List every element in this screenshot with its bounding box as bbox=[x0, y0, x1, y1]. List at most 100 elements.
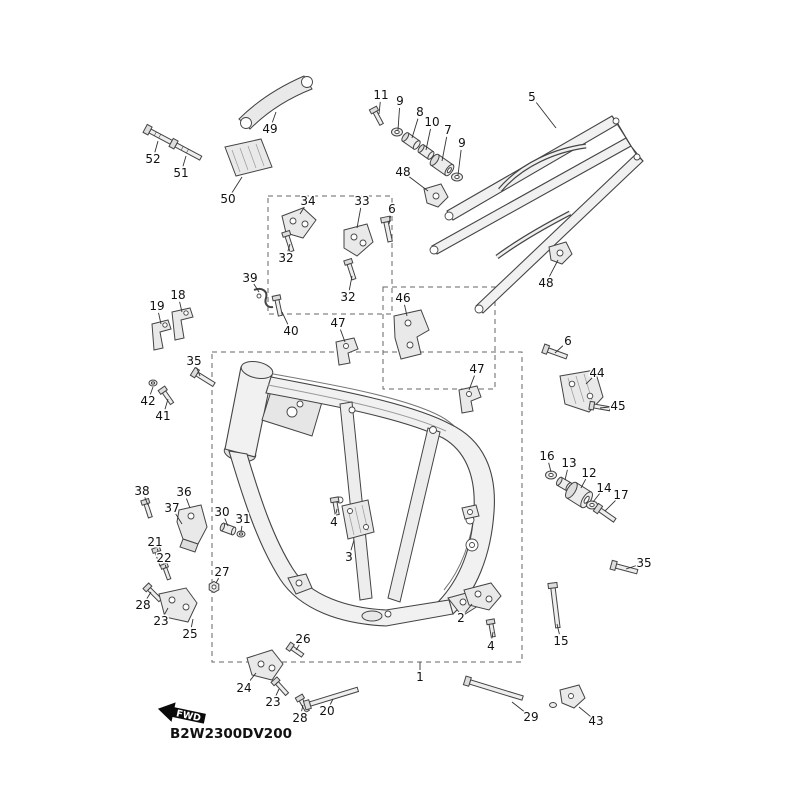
callout-52: 52 bbox=[145, 152, 160, 166]
part-27-nut bbox=[208, 580, 220, 594]
callout-10: 10 bbox=[424, 115, 439, 129]
part-32-bolt-b bbox=[343, 257, 357, 281]
part-11-bolt bbox=[368, 105, 385, 126]
part-42-washer bbox=[148, 379, 158, 387]
part-34-bracket bbox=[281, 207, 317, 239]
part-3-plate bbox=[341, 499, 375, 540]
callout-6: 6 bbox=[388, 202, 396, 216]
callout-leader bbox=[164, 564, 167, 569]
callout-leader bbox=[149, 386, 154, 395]
callout-1: 1 bbox=[416, 670, 424, 684]
callout-17: 17 bbox=[613, 488, 628, 502]
callout-leader bbox=[253, 283, 260, 293]
part-38-bolt bbox=[140, 497, 153, 519]
part-30-collar bbox=[219, 522, 237, 536]
callout-41: 41 bbox=[155, 409, 170, 423]
callout-9: 9 bbox=[458, 136, 466, 150]
part-48-bracket-top bbox=[423, 183, 449, 208]
callout-leader bbox=[299, 206, 305, 215]
callout-16: 16 bbox=[539, 449, 554, 463]
part-51-bolt bbox=[168, 137, 203, 161]
part-26-bolt bbox=[285, 641, 305, 658]
callout-leader bbox=[599, 406, 612, 409]
dashed-group-boxes bbox=[211, 195, 523, 663]
callout-leader bbox=[144, 497, 149, 506]
callout-9: 9 bbox=[396, 94, 404, 108]
part-18-bracket bbox=[171, 307, 194, 341]
callout-leader bbox=[548, 462, 552, 473]
callout-leader bbox=[388, 215, 392, 225]
callout-leader bbox=[179, 301, 183, 313]
callout-28: 28 bbox=[292, 711, 307, 725]
part-16-washer bbox=[545, 470, 557, 480]
callout-leader bbox=[408, 175, 429, 192]
callout-5: 5 bbox=[528, 90, 536, 104]
callout-30: 30 bbox=[214, 505, 229, 519]
fwd-label: FWD bbox=[175, 708, 202, 724]
callout-leader bbox=[164, 398, 169, 410]
callout-leader bbox=[580, 478, 587, 489]
callout-leader bbox=[464, 603, 473, 613]
callout-35: 35 bbox=[186, 354, 201, 368]
callout-leader bbox=[281, 311, 289, 325]
callout-leader bbox=[329, 698, 334, 705]
callout-24: 24 bbox=[236, 681, 251, 695]
fwd-arrow-icon bbox=[157, 702, 206, 724]
callout-leader bbox=[404, 304, 408, 317]
callout-leader bbox=[146, 591, 152, 600]
callout-12: 12 bbox=[581, 466, 596, 480]
callout-leader bbox=[535, 102, 557, 129]
callout-leader bbox=[457, 149, 462, 176]
callout-8: 8 bbox=[416, 105, 424, 119]
callout-46: 46 bbox=[395, 291, 410, 305]
callout-leader bbox=[301, 704, 304, 712]
part-29-bolt bbox=[462, 675, 524, 701]
callout-26: 26 bbox=[295, 632, 310, 646]
part-47-guide-right bbox=[458, 385, 482, 414]
callout-leader bbox=[378, 101, 381, 115]
callout-leader bbox=[163, 607, 169, 616]
callout-leader bbox=[335, 508, 338, 516]
part-2-bracket bbox=[463, 582, 502, 611]
callout-32: 32 bbox=[340, 290, 355, 304]
dashed-box-brackets bbox=[267, 195, 393, 315]
callout-leader bbox=[592, 493, 601, 503]
part-36-37-bracket bbox=[176, 504, 208, 553]
callout-13: 13 bbox=[561, 456, 576, 470]
part-39-clamp bbox=[253, 288, 274, 309]
part-40-bolt bbox=[271, 294, 283, 317]
callout-4: 4 bbox=[330, 515, 338, 529]
callout-leader bbox=[356, 207, 362, 229]
callout-19: 19 bbox=[149, 299, 164, 313]
fwd-marker: FWD bbox=[157, 702, 206, 724]
callout-34: 34 bbox=[300, 194, 315, 208]
callout-leader bbox=[511, 701, 526, 714]
callout-36: 36 bbox=[176, 485, 191, 499]
part-33-bracket bbox=[343, 223, 374, 257]
callout-leader bbox=[585, 377, 593, 385]
part-12-damper bbox=[565, 481, 593, 509]
part-35-bolt-right bbox=[609, 559, 639, 575]
callout-3: 3 bbox=[345, 550, 353, 564]
dashed-box-guides bbox=[382, 286, 496, 390]
part-10-collar bbox=[417, 144, 435, 160]
part-8-collar bbox=[401, 132, 421, 150]
callout-33: 33 bbox=[354, 194, 369, 208]
part-43-guide bbox=[549, 684, 586, 709]
callout-42: 42 bbox=[140, 394, 155, 408]
callout-18: 18 bbox=[170, 288, 185, 302]
callout-leader bbox=[350, 539, 355, 551]
callout-leader bbox=[554, 345, 564, 354]
callout-leader bbox=[491, 631, 494, 640]
callout-leader bbox=[186, 498, 191, 509]
part-22-bolt bbox=[159, 562, 172, 581]
part-23-bolt-bottom bbox=[270, 676, 290, 697]
part-6-bolt-right bbox=[541, 343, 569, 360]
callout-29: 29 bbox=[523, 710, 538, 724]
part-49-stay bbox=[238, 75, 313, 130]
callout-2: 2 bbox=[457, 611, 465, 625]
callout-leader bbox=[604, 499, 617, 512]
callout-14: 14 bbox=[596, 481, 611, 495]
part-20-bolt bbox=[302, 686, 360, 711]
